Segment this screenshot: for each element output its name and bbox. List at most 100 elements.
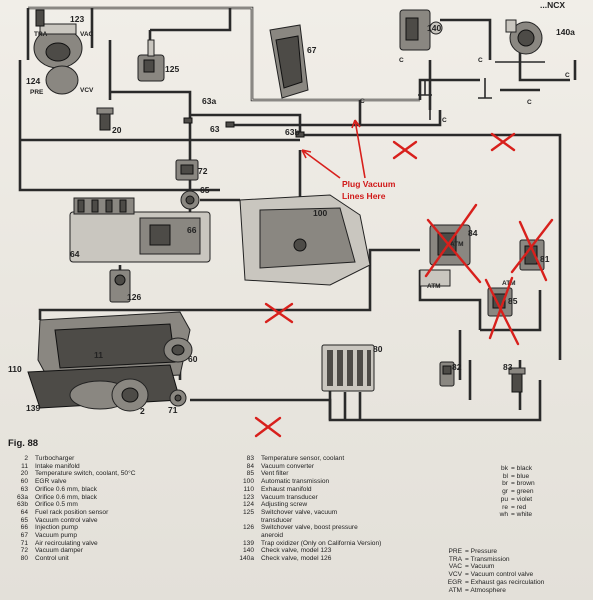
cross-mark (254, 416, 282, 438)
label-atm-2: ATM (427, 283, 441, 290)
note-arrow-left (301, 149, 341, 179)
label-123: 123 (70, 14, 84, 24)
label-atm-1: ATM (450, 241, 464, 248)
label-63: 63 (210, 124, 220, 134)
check-valve-140 (399, 9, 443, 51)
label-125: 125 (165, 64, 179, 74)
legend-row: PRE= Pressure (448, 548, 498, 555)
component-labels: 123 TRA VAC 125 124 PRE VCV 20 63a 63 63… (8, 14, 575, 416)
label-139: 139 (26, 403, 40, 413)
vacuum-pump-67 (269, 24, 309, 99)
figure-caption: Fig. 88 (8, 438, 39, 449)
label-c6: C (360, 98, 365, 105)
cross-mark (490, 132, 516, 152)
label-c1: C (399, 57, 404, 64)
label-63b: 63b (285, 127, 300, 137)
label-11: 11 (94, 350, 103, 360)
label-63a: 63a (202, 96, 216, 106)
label-vac: VAC (80, 31, 94, 38)
automatic-transmission-100 (239, 194, 371, 286)
legend-row: ATM= Atmosphere (448, 586, 506, 594)
label-66: 66 (187, 225, 197, 235)
label-110: 110 (8, 364, 22, 374)
label-81: 81 (540, 254, 550, 264)
red-cross-marks (254, 132, 554, 438)
label-140a: 140a (556, 27, 575, 37)
control-unit-80 (321, 344, 375, 392)
label-c5: C (527, 99, 532, 106)
legend-row: bl= blue (502, 472, 530, 480)
annotation-note: Plug Vacuum Lines Here (301, 119, 396, 201)
temperature-switch-20 (96, 107, 114, 131)
exhaust-manifold-110 (27, 364, 181, 410)
legend-row: EGR= Exhaust gas recirculation (447, 578, 545, 586)
legend-wire-colors: bk= black bl= blue br= brown gr= green p… (488, 465, 535, 519)
orifices (183, 117, 305, 138)
legend-row: VCV= Vacuum control valve (448, 571, 534, 579)
label-2: 2 (140, 406, 145, 416)
label-82: 82 (452, 362, 462, 372)
note-line-1: Plug Vacuum (342, 179, 396, 189)
label-pre: PRE (30, 89, 44, 96)
label-72: 72 (198, 166, 208, 176)
legend-row: TRA= Transmission (448, 555, 510, 563)
label-71: 71 (168, 405, 178, 415)
note-arrow-right (351, 119, 366, 179)
vacuum-transducer-123 (33, 9, 83, 95)
label-vcv: VCV (80, 87, 94, 94)
legend-row: aneroid (261, 532, 283, 540)
label-83: 83 (503, 362, 513, 372)
header-fragment: ...NCX (540, 0, 565, 10)
label-85: 85 (508, 296, 518, 306)
sensor-82 (439, 361, 455, 387)
note-line-2: Lines Here (342, 191, 386, 201)
label-tra: TRA (34, 31, 48, 38)
injection-pump-66 (69, 197, 211, 263)
switchover-valve-125 (137, 39, 165, 82)
vacuum-control-valve-65 (180, 190, 200, 210)
label-100: 100 (313, 208, 327, 218)
intake-manifold-11 (37, 311, 191, 383)
turbocharger-2 (111, 378, 149, 412)
air-recirculating-valve-71 (169, 389, 187, 407)
label-20: 20 (112, 125, 122, 135)
cross-mark (484, 276, 520, 346)
label-84: 84 (468, 228, 478, 238)
label-140: 140 (427, 23, 441, 33)
cross-mark (424, 203, 482, 284)
cross-mark (264, 302, 294, 324)
cross-mark (510, 218, 554, 282)
label-80: 80 (373, 344, 383, 354)
legend-row: bk= black (501, 465, 533, 472)
switchover-valve-126 (109, 269, 131, 303)
legend-row: br= brown (502, 480, 535, 488)
label-c4: C (442, 117, 447, 124)
check-valve-140a (505, 19, 543, 55)
legend-row: gr= green (502, 488, 534, 496)
label-c2: C (478, 57, 483, 64)
vacuum-diagram: ...NCX (8, 0, 577, 438)
